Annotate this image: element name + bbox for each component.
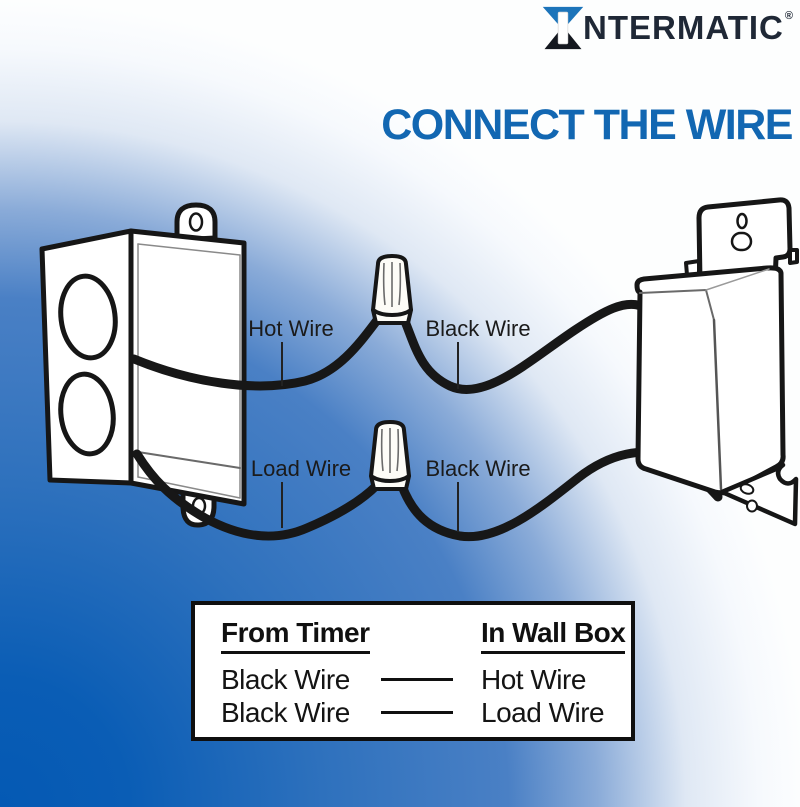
legend-header-from: From Timer — [221, 617, 379, 663]
plate-hole-top — [739, 483, 755, 495]
legend-row-1-from: Black Wire — [221, 664, 350, 695]
hot-wire-label: Hot Wire — [248, 316, 334, 341]
plate-hole-bottom — [746, 499, 758, 513]
legend-row-1-to: Hot Wire — [481, 664, 586, 695]
hourglass-logo-icon — [542, 6, 584, 50]
wire-nut-top — [371, 254, 413, 325]
brand-name: NTERMATIC — [583, 9, 784, 46]
wire-legend-table: From Timer In Wall Box Black Wire Hot Wi… — [191, 601, 635, 741]
connector-dash — [381, 678, 453, 681]
wire-nut-bottom — [369, 420, 411, 491]
knockout-hole-top — [58, 273, 118, 361]
legend-row-2-to: Load Wire — [481, 697, 605, 728]
load-wire — [132, 449, 381, 541]
callouts: Hot Wire Black Wire Load Wire Black Wire — [248, 316, 531, 532]
connector-dash — [381, 711, 453, 714]
timer-illustration — [634, 197, 799, 527]
knockout-hole-bottom — [58, 371, 116, 457]
registered-mark: ® — [784, 10, 793, 22]
black-wire-top-label: Black Wire — [425, 316, 530, 341]
wall-box-illustration — [39, 202, 247, 528]
legend-row-2-from: Black Wire — [221, 697, 350, 728]
mount-hole-top — [188, 212, 204, 232]
page-title: CONNECT THE WIRE — [381, 101, 793, 149]
strap-hole-screw — [730, 231, 753, 252]
legend-header-to: In Wall Box — [481, 617, 631, 663]
load-wire-label: Load Wire — [251, 456, 351, 481]
strap-hole-small — [736, 212, 748, 230]
black-wire-top — [399, 299, 646, 395]
intermatic-logo: NTERMATIC ® — [536, 6, 793, 50]
black-wire-bottom-label: Black Wire — [425, 456, 530, 481]
hot-wire — [129, 314, 383, 391]
